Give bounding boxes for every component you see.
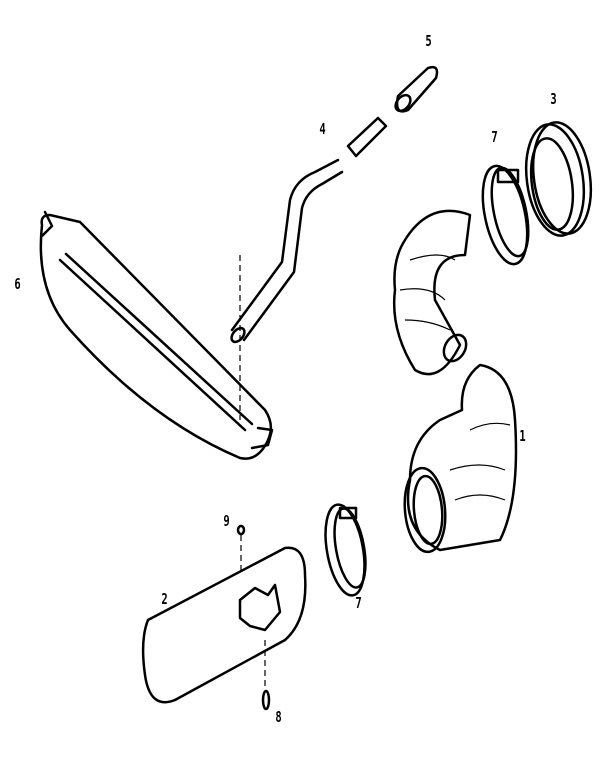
part-5-tube	[394, 65, 439, 113]
label-part-8: 8	[275, 708, 282, 726]
part-1-duct	[392, 209, 518, 554]
label-part-4: 4	[319, 120, 326, 138]
part-4-tube	[230, 158, 344, 344]
part-7-clamp-top	[481, 164, 530, 266]
part-7-clamp-bottom	[324, 503, 367, 597]
label-part-3: 3	[550, 90, 557, 108]
label-part-9: 9	[223, 512, 230, 530]
label-part-7-top: 7	[491, 128, 498, 146]
label-part-7-bottom: 7	[355, 594, 362, 612]
connector-segment	[346, 116, 388, 158]
label-part-5: 5	[425, 32, 432, 50]
part-2-cover	[141, 524, 307, 711]
label-part-2: 2	[161, 590, 168, 608]
label-part-6: 6	[14, 275, 21, 293]
label-part-1: 1	[519, 427, 526, 445]
part-6-plate	[39, 210, 274, 460]
part-3-ring	[524, 121, 593, 237]
